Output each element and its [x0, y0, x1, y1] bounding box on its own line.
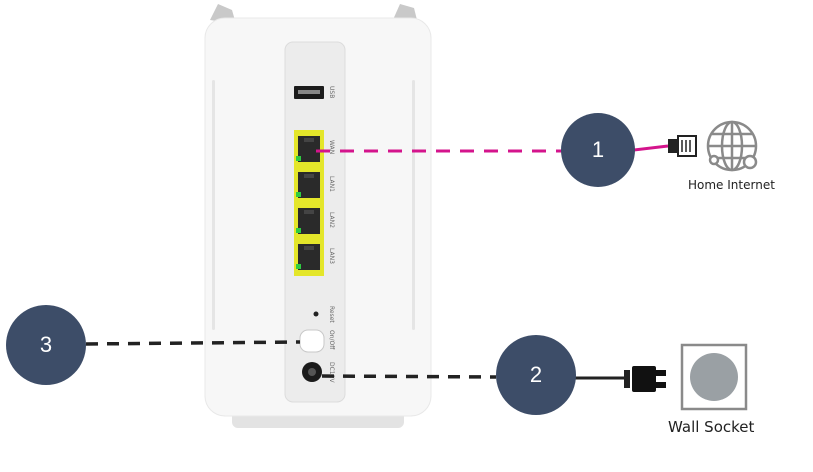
- ethernet-plug-icon: [668, 135, 697, 157]
- power-plug-icon: [624, 366, 666, 392]
- callout-1-number: 1: [591, 137, 605, 162]
- onoff-label: On/Off: [328, 330, 335, 350]
- lan2-port: [296, 208, 320, 234]
- reset-pinhole: [313, 311, 319, 317]
- power-button-line: [85, 340, 301, 346]
- lan3-port: [296, 244, 320, 270]
- dc-power-line: [321, 374, 497, 379]
- lan2-label: LAN2: [328, 212, 335, 228]
- left-vents: [212, 80, 215, 330]
- home-internet-label: Home Internet: [688, 178, 775, 192]
- wan-label: WAN: [328, 140, 335, 154]
- router: USB WAN LAN1 LAN2 LAN3: [204, 4, 432, 428]
- power-button: [299, 329, 325, 353]
- usb-label: USB: [328, 86, 335, 98]
- callout-3-circle: [6, 305, 86, 385]
- callout-1-circle: [561, 113, 635, 187]
- wan-port: [296, 136, 320, 162]
- wan-cable-line: [633, 144, 669, 152]
- reset-label: Reset: [328, 306, 335, 323]
- globe-network-icon: [706, 120, 758, 172]
- lan1-label: LAN1: [328, 176, 335, 192]
- wall-socket-icon: [680, 343, 748, 411]
- dc-jack-pin: [308, 368, 316, 376]
- lan1-port: [296, 172, 320, 198]
- usb-port-inner: [298, 90, 320, 94]
- callout-2-number: 2: [529, 362, 543, 387]
- right-vents: [412, 80, 415, 330]
- wall-socket-label: Wall Socket: [668, 418, 755, 436]
- callout-2-circle: [496, 335, 576, 415]
- callout-3-number: 3: [39, 332, 53, 357]
- dc-label: DC12V: [328, 362, 335, 383]
- lan3-label: LAN3: [328, 248, 335, 264]
